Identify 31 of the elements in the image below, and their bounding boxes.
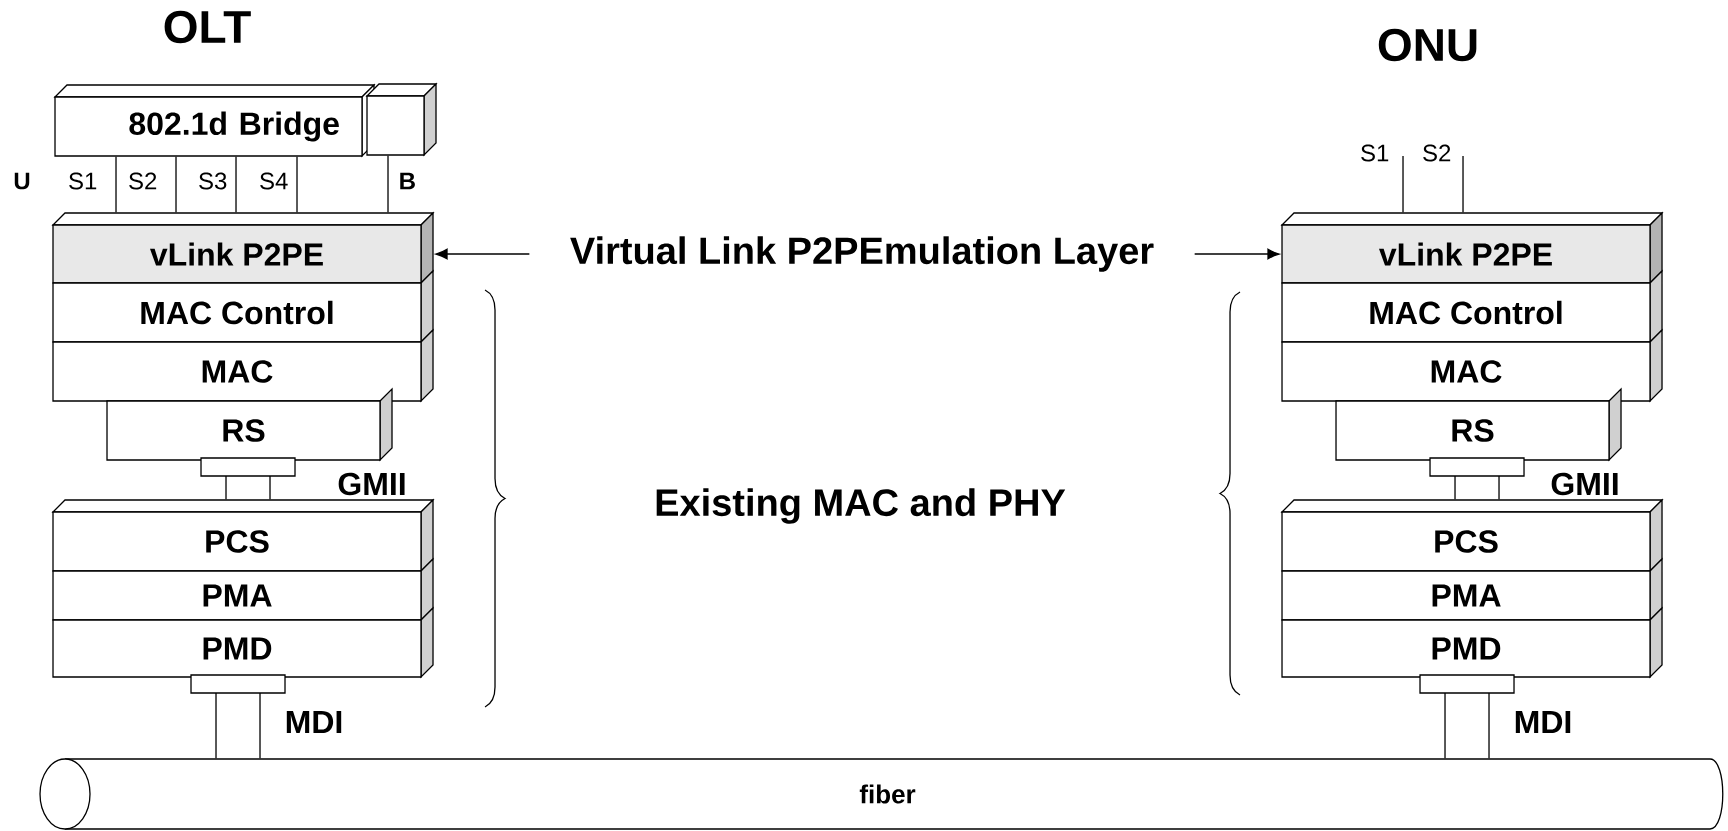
port-line xyxy=(296,156,298,213)
edge-label: S1 xyxy=(69,172,97,190)
edge-label: S2 xyxy=(129,172,157,190)
fiber-cable: fiber xyxy=(39,758,1724,830)
edge-label: GMII xyxy=(338,472,405,496)
edge-label: GMII xyxy=(1551,472,1618,496)
port-line xyxy=(1402,155,1404,213)
port-line xyxy=(175,156,177,213)
stack-title: OLT xyxy=(164,10,251,44)
connector xyxy=(190,674,286,759)
layer-caption: Virtual Link P2PEmulation Layer xyxy=(570,236,1154,272)
port-line xyxy=(387,155,389,213)
edge-label: MDI xyxy=(1515,711,1571,733)
arrow xyxy=(435,248,530,260)
connector xyxy=(1419,674,1515,759)
port-line xyxy=(235,156,237,213)
node-label: fiber xyxy=(859,784,916,804)
edge-label: S1 xyxy=(1361,144,1389,162)
edge-label: S4 xyxy=(260,172,288,190)
arrow xyxy=(1194,248,1280,260)
edge-label: S3 xyxy=(199,172,227,190)
stack-title: ONU xyxy=(1378,28,1477,62)
port-label: U xyxy=(14,172,30,190)
connector xyxy=(200,457,296,500)
edge-label: B xyxy=(400,172,415,190)
group-label: Existing MAC and PHY xyxy=(656,488,1066,524)
port-line xyxy=(115,156,117,213)
edge-label: S2 xyxy=(1423,144,1451,162)
connector xyxy=(1429,457,1525,500)
port-line xyxy=(1462,155,1464,213)
edge-label: MDI xyxy=(286,711,342,733)
